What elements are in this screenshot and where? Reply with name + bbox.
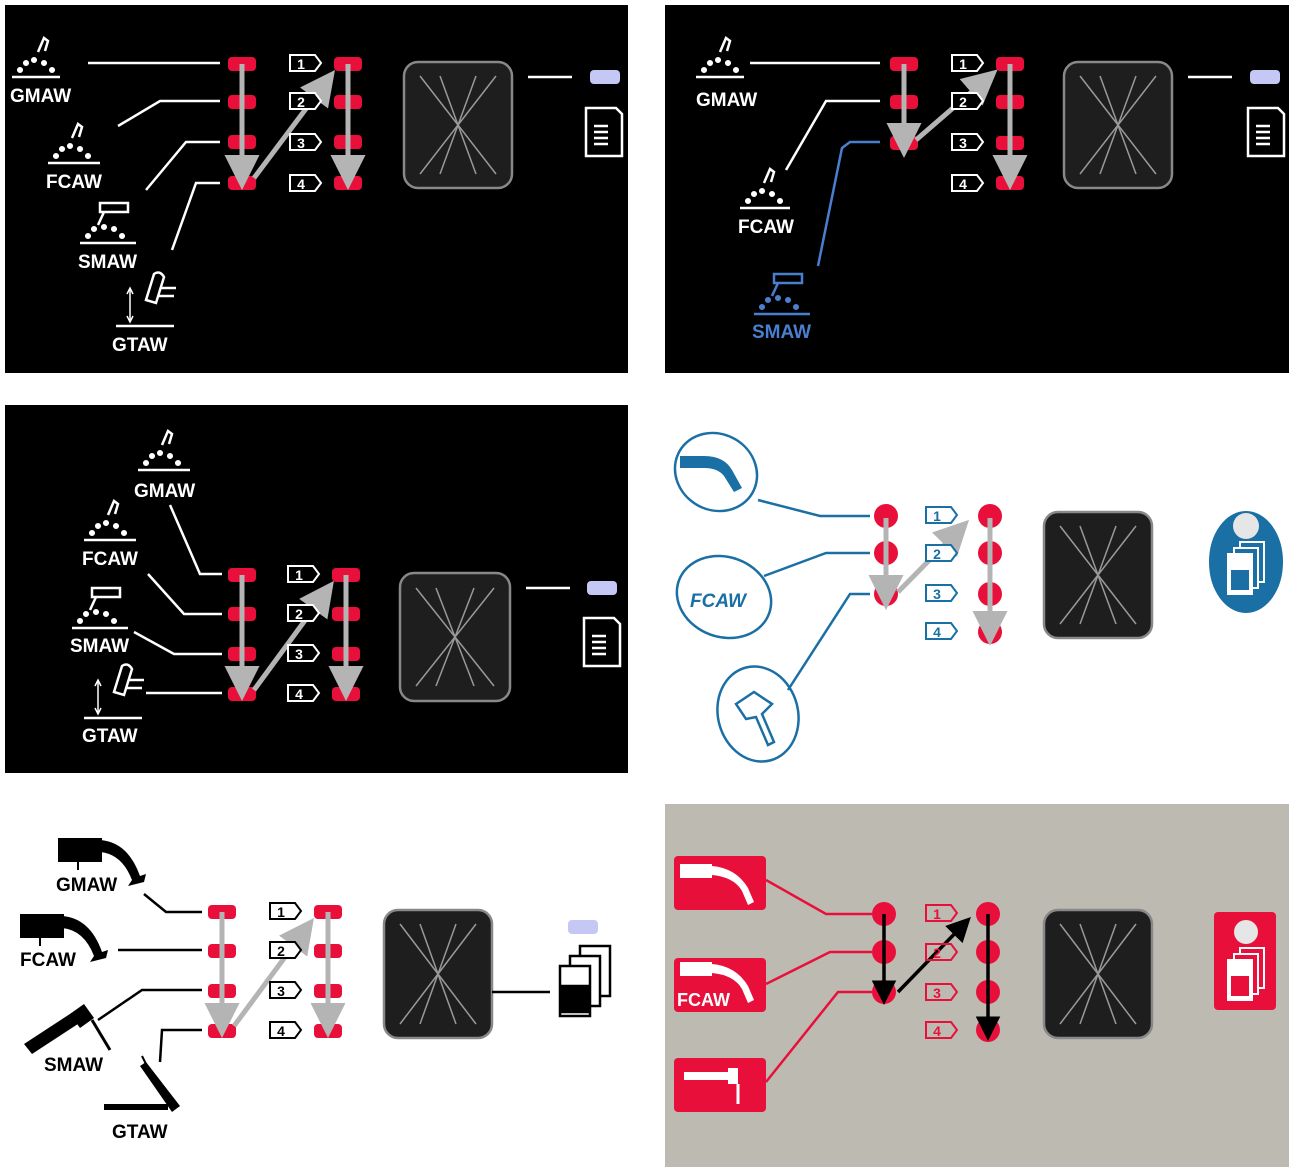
memory-tag-4: 4 bbox=[933, 624, 941, 640]
memory-tag-2: 2 bbox=[959, 94, 967, 110]
fcaw-torch-icon bbox=[84, 499, 136, 542]
fcaw-label: FCAW bbox=[690, 591, 748, 612]
panel-4: FCAW 1 2 3 bbox=[673, 431, 1283, 763]
fcaw-label: FCAW bbox=[738, 217, 794, 238]
smaw-holder-icon bbox=[674, 1058, 766, 1112]
memory-tag-3: 3 bbox=[933, 586, 941, 602]
memory-tags: 1 2 3 4 bbox=[925, 506, 959, 640]
memory-stack-icon bbox=[1209, 511, 1283, 613]
memory-indicator-led bbox=[590, 70, 620, 84]
memory-tag-1: 1 bbox=[959, 56, 967, 72]
memory-tag-3: 3 bbox=[295, 646, 303, 662]
panel-1: GMAW FCAW SMAW GTAW bbox=[5, 5, 628, 373]
memory-card-icon bbox=[582, 616, 622, 668]
smaw-holder-icon bbox=[80, 201, 136, 245]
jump-arrow bbox=[251, 580, 334, 692]
display-screen-icon bbox=[1062, 60, 1174, 190]
display-screen-icon bbox=[382, 908, 494, 1040]
panel-3: GMAW FCAW SMAW GTAW bbox=[5, 405, 628, 773]
memory-tags: 1 2 3 4 bbox=[289, 54, 323, 192]
fcaw-torch-icon bbox=[48, 122, 100, 165]
memory-indicator-led bbox=[568, 920, 598, 934]
memory-tag-3: 3 bbox=[277, 983, 285, 999]
panel-6: FCAW 1 2 bbox=[665, 804, 1289, 1167]
jump-arrow bbox=[896, 916, 971, 994]
fcaw-torch-icon bbox=[740, 167, 790, 210]
smaw-holder-icon bbox=[72, 586, 128, 630]
gmaw-torch-icon bbox=[58, 838, 146, 886]
memory-tag-3: 3 bbox=[933, 985, 941, 1001]
memory-tag-2: 2 bbox=[933, 945, 941, 961]
fcaw-label: FCAW bbox=[20, 950, 76, 971]
fcaw-label: FCAW bbox=[677, 990, 730, 1010]
memory-stack-icon bbox=[558, 944, 612, 1018]
gtaw-torch-icon bbox=[84, 663, 144, 720]
gmaw-label: GMAW bbox=[10, 86, 71, 107]
memory-tag-1: 1 bbox=[297, 56, 305, 72]
smaw-holder-icon bbox=[24, 1004, 112, 1054]
memory-tags: 1 2 3 4 bbox=[951, 54, 985, 192]
memory-tags: 1 2 3 4 bbox=[287, 565, 321, 702]
fcaw-label: FCAW bbox=[82, 549, 138, 570]
smaw-label: SMAW bbox=[752, 322, 811, 343]
process-connectors bbox=[757, 498, 870, 691]
process-connectors bbox=[88, 61, 220, 251]
gtaw-label: GTAW bbox=[112, 1122, 168, 1143]
memory-tag-1: 1 bbox=[933, 906, 941, 922]
gtaw-torch-icon bbox=[116, 271, 176, 328]
memory-tag-2: 2 bbox=[297, 94, 305, 110]
panel-5: GMAW FCAW SMAW GTAW bbox=[20, 838, 612, 1143]
gtaw-label: GTAW bbox=[112, 335, 168, 356]
memory-indicator-led bbox=[587, 581, 617, 595]
memory-tag-2: 2 bbox=[277, 943, 285, 959]
memory-tag-1: 1 bbox=[295, 567, 303, 583]
memory-tag-3: 3 bbox=[297, 135, 305, 151]
smaw-label: SMAW bbox=[78, 252, 137, 273]
memory-tag-4: 4 bbox=[297, 176, 305, 192]
memory-tag-4: 4 bbox=[959, 176, 967, 192]
memory-card-icon bbox=[584, 106, 624, 158]
smaw-holder-icon bbox=[716, 665, 800, 763]
panel-2: GMAW FCAW SMAW bbox=[665, 5, 1289, 373]
memory-indicator-led bbox=[1250, 70, 1280, 84]
memory-tag-3: 3 bbox=[959, 135, 967, 151]
process-connectors bbox=[133, 504, 222, 695]
display-screen-icon bbox=[398, 571, 512, 703]
process-connectors bbox=[765, 878, 872, 1083]
memory-stack-icon bbox=[1214, 912, 1276, 1010]
memory-tag-4: 4 bbox=[933, 1023, 941, 1039]
process-connectors bbox=[750, 61, 880, 267]
memory-tag-4: 4 bbox=[295, 686, 303, 702]
gmaw-label: GMAW bbox=[56, 875, 117, 896]
display-screen-icon bbox=[1042, 908, 1154, 1040]
memory-tag-4: 4 bbox=[277, 1023, 285, 1039]
gmaw-label: GMAW bbox=[696, 90, 757, 111]
process-connectors bbox=[97, 893, 202, 1063]
gtaw-label: GTAW bbox=[82, 726, 138, 747]
display-screen-icon bbox=[1042, 510, 1154, 640]
gmaw-torch-icon bbox=[696, 36, 744, 79]
fcaw-torch-icon: FCAW bbox=[674, 958, 766, 1012]
gtaw-torch-icon bbox=[104, 1055, 180, 1112]
fcaw-torch-icon: FCAW bbox=[675, 554, 773, 640]
memory-tag-2: 2 bbox=[933, 546, 941, 562]
gmaw-torch-icon bbox=[12, 36, 60, 79]
memory-tag-2: 2 bbox=[295, 606, 303, 622]
smaw-label: SMAW bbox=[44, 1055, 103, 1076]
fcaw-torch-icon bbox=[20, 914, 108, 962]
display-screen-icon bbox=[402, 60, 514, 190]
memory-tag-1: 1 bbox=[277, 904, 285, 920]
memory-tags: 1 2 3 4 bbox=[269, 902, 303, 1039]
memory-tag-1: 1 bbox=[933, 508, 941, 524]
gmaw-label: GMAW bbox=[134, 481, 195, 502]
fcaw-label: FCAW bbox=[46, 172, 102, 193]
smaw-label: SMAW bbox=[70, 636, 129, 657]
gmaw-torch-icon bbox=[138, 429, 190, 472]
gmaw-torch-icon bbox=[673, 431, 759, 513]
gmaw-torch-icon bbox=[674, 856, 766, 910]
smaw-holder-icon bbox=[754, 272, 810, 316]
memory-card-icon bbox=[1246, 106, 1286, 158]
memory-tags: 1 2 3 4 bbox=[925, 904, 959, 1039]
